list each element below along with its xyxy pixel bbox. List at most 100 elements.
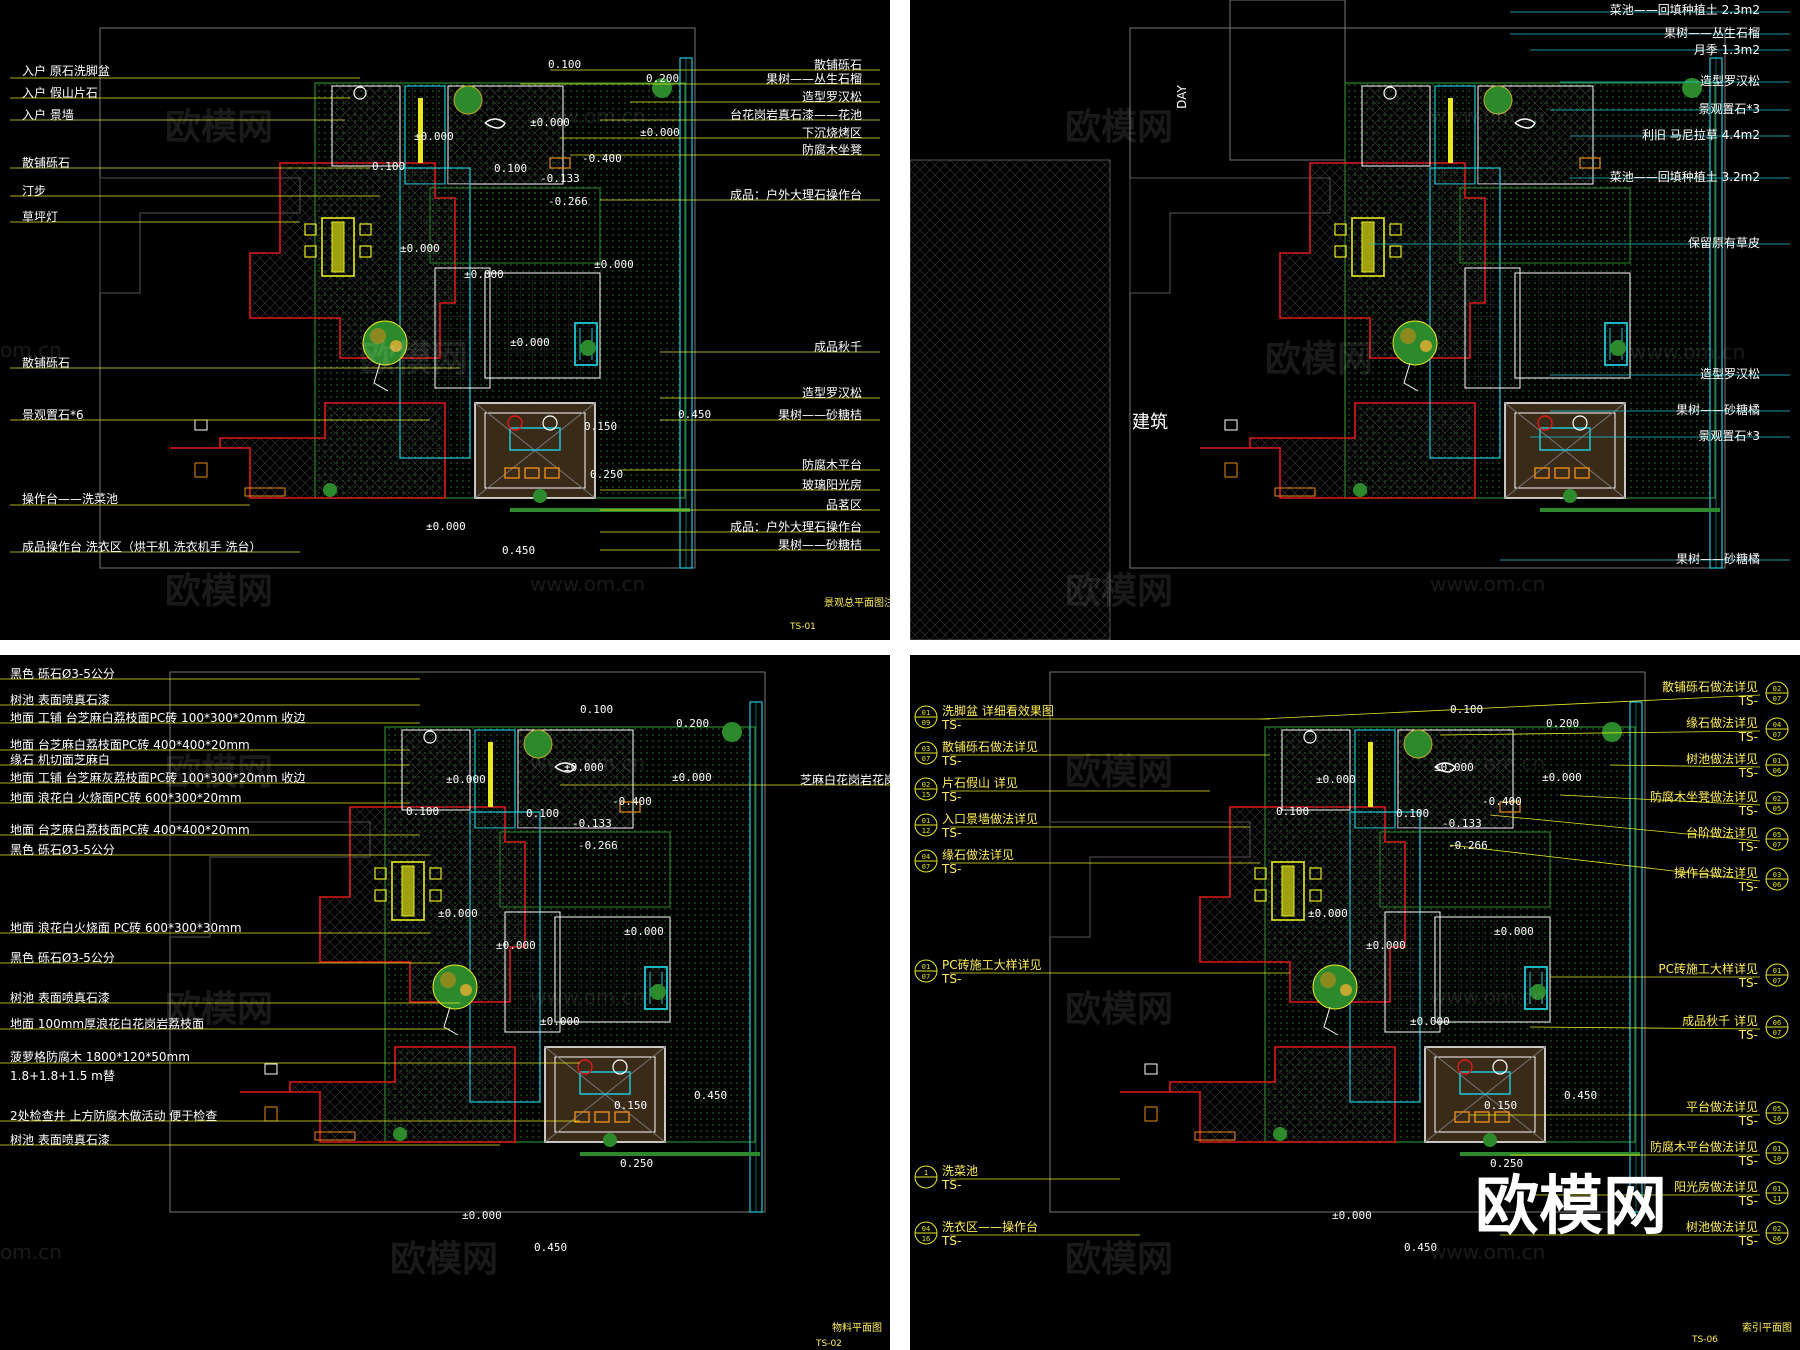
plan-panel-index: 欧模网 www.om.cn 欧模网 www.om.cn 欧模网 www.om.c… xyxy=(910,655,1800,1350)
index-sheet-ref: TS- xyxy=(1738,1234,1758,1248)
svg-text:04: 04 xyxy=(922,1225,930,1233)
annotation-label: 菜池——回填种植土 2.3m2 xyxy=(1609,3,1760,17)
material-label: 树池 表面喷真石漆 xyxy=(10,1133,110,1147)
material-label: 地面 浪花白 火烧面PC砖 600*300*20mm xyxy=(10,791,242,805)
svg-text:03: 03 xyxy=(1773,871,1781,879)
annotation-label: 下沉烧烤区 xyxy=(801,126,862,140)
index-label: 阳光房做法详见 xyxy=(1673,1180,1758,1194)
annotation-label: 入户 假山片石 xyxy=(22,86,98,100)
level-mark: 0.100 xyxy=(1276,805,1310,818)
level-mark: ±0.000 xyxy=(464,268,504,281)
svg-text:01: 01 xyxy=(922,963,930,971)
level-mark: 0.100 xyxy=(526,807,560,820)
annotation-label: 防腐木平台 xyxy=(801,458,862,472)
svg-text:16: 16 xyxy=(922,1235,930,1243)
level-mark: 0.450 xyxy=(678,408,712,421)
annotation-label: 汀步 xyxy=(22,184,47,198)
level-mark: -0.400 xyxy=(612,795,652,808)
leader-lines-2 xyxy=(1370,11,1790,561)
annotation-label: 果树——砂糖桔 xyxy=(777,408,862,422)
svg-text:06: 06 xyxy=(1773,767,1781,775)
index-label: 成品秋千 详见 xyxy=(1682,1014,1758,1028)
level-mark: ±0.000 xyxy=(640,126,680,139)
level-mark: ±0.000 xyxy=(446,773,486,786)
level-mark: 0.200 xyxy=(646,72,680,85)
annotation-label: 造型罗汉松 xyxy=(1699,74,1760,88)
index-label: 缘石做法详见 xyxy=(1685,716,1758,730)
index-sheet-ref: TS- xyxy=(1738,1154,1758,1168)
svg-text:07: 07 xyxy=(1773,977,1781,985)
watermark-domain: www.om.cn xyxy=(530,985,646,1009)
building-label: 建筑 xyxy=(1132,412,1168,433)
annotation-label: 菜池——回填种植土 3.2m2 xyxy=(1609,170,1760,184)
svg-text:01: 01 xyxy=(1773,757,1781,765)
level-mark: ±0.000 xyxy=(1366,939,1406,952)
annotation-label: 成品秋千 xyxy=(813,340,862,354)
level-mark: 0.100 xyxy=(548,58,582,71)
svg-text:11: 11 xyxy=(1773,1195,1781,1203)
annotation-label: 草坪灯 xyxy=(22,210,59,224)
level-mark: -0.133 xyxy=(540,172,580,185)
sheet-number: TS-01 xyxy=(790,622,816,632)
index-sheet-ref: TS- xyxy=(1738,840,1758,854)
index-label: 散铺砾石做法详见 xyxy=(1661,680,1758,694)
level-mark: ±0.000 xyxy=(400,242,440,255)
svg-text:05: 05 xyxy=(1773,831,1781,839)
annotation-label: 月季 1.3m2 xyxy=(1693,43,1760,57)
index-sheet-ref: TS- xyxy=(942,862,962,876)
level-mark: 0.100 xyxy=(494,162,528,175)
svg-text:07: 07 xyxy=(1773,1029,1781,1037)
annotation-label: 造型罗汉松 xyxy=(801,386,862,400)
annotation-label: 果树——丛生石榴 xyxy=(765,72,862,86)
drawing-title: 物料平面图 xyxy=(832,1323,882,1334)
watermark-domain: www.om.cn xyxy=(1430,1240,1546,1264)
index-label: 防腐木坐凳做法详见 xyxy=(1649,790,1758,804)
annotation-label: 景观置石*6 xyxy=(22,408,84,422)
watermark-logo: 欧模网 xyxy=(1265,339,1374,380)
level-mark: 0.450 xyxy=(534,1241,568,1254)
plan-drawing-3 xyxy=(0,671,890,1213)
level-mark: -0.133 xyxy=(1442,817,1482,830)
index-label: 树池做法详见 xyxy=(1685,1220,1758,1234)
brand-watermark-large: 欧模网 xyxy=(1475,1170,1667,1244)
level-mark: 0.100 xyxy=(406,805,440,818)
annotation-label: 入户 景墙 xyxy=(22,108,74,122)
annotation-label: 果树——砂糖橘 xyxy=(1675,403,1760,417)
svg-text:02: 02 xyxy=(1773,795,1781,803)
svg-text:12: 12 xyxy=(922,827,930,835)
level-mark: -0.266 xyxy=(578,839,618,852)
watermark-domain: www.om.cn xyxy=(530,572,646,596)
level-mark: ±0.000 xyxy=(540,1015,580,1028)
leader-lines-3 xyxy=(0,678,890,1146)
watermark-logo: 欧模网 xyxy=(165,752,274,793)
index-symbol: 1 xyxy=(914,1165,938,1189)
index-label: 洗衣区——操作台 xyxy=(942,1220,1039,1234)
level-mark: ±0.000 xyxy=(1410,1015,1450,1028)
level-mark: ±0.000 xyxy=(1434,761,1474,774)
svg-text:01: 01 xyxy=(1773,967,1781,975)
level-mark: 0.450 xyxy=(502,544,536,557)
level-mark: ±0.000 xyxy=(510,336,550,349)
index-sheet-ref: TS- xyxy=(1738,1114,1758,1128)
watermark-domain: www.om.cn xyxy=(1430,104,1546,128)
index-label: 入口景墙做法详见 xyxy=(942,812,1039,826)
svg-text:06: 06 xyxy=(1773,881,1781,889)
material-label: 缘石 机切面芝麻白 xyxy=(10,753,110,767)
day-label: DAY xyxy=(1174,85,1189,109)
level-mark: ±0.000 xyxy=(530,116,570,129)
plan-panel-material: 欧模网 www.om.cn 欧模网 www.om.cn 欧模网 om.cn 黑色… xyxy=(0,655,890,1350)
index-sheet-ref: TS- xyxy=(942,826,962,840)
watermark-domain: www.om.cn xyxy=(1630,340,1746,364)
svg-text:01: 01 xyxy=(922,709,930,717)
level-mark: 0.250 xyxy=(590,468,624,481)
level-mark: ±0.000 xyxy=(1316,773,1356,786)
leader-lines-1 xyxy=(10,69,880,553)
material-label: 树池 表面喷真石漆 xyxy=(10,991,110,1005)
material-label: 地面 100mm厚浪花白花岗岩荔枝面 xyxy=(10,1017,205,1031)
level-mark: -0.400 xyxy=(582,152,622,165)
